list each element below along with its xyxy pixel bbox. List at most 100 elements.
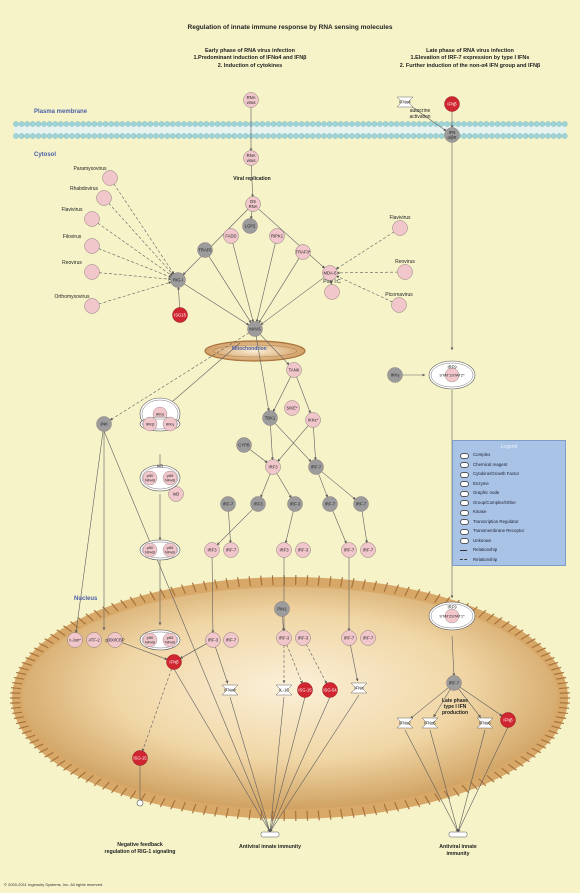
node-ifna6: [476, 717, 494, 729]
envelope-stripe: [33, 743, 44, 749]
node-label: IRF-3: [290, 501, 301, 506]
envelope-stripe: [544, 734, 555, 740]
node-label: IRF3: [207, 547, 217, 552]
envelope-stripe: [271, 810, 274, 821]
late-phase-line2: 2. Further induction of the non-α4 IFN g…: [399, 62, 541, 69]
envelope-stripe: [531, 747, 542, 754]
lipid-head: [293, 121, 299, 127]
lipid-head: [421, 133, 428, 139]
lipid-head: [86, 121, 92, 127]
lipid-head: [58, 133, 64, 139]
envelope-stripe: [340, 808, 344, 819]
lipid-head: [214, 133, 221, 139]
node-label: TRAF3*: [296, 249, 311, 254]
lipid-head: [539, 121, 546, 127]
relationship-edge: [103, 430, 271, 833]
lipid-head: [534, 121, 540, 127]
node-p300cbp: [107, 632, 123, 648]
node-irf3-c: [287, 496, 303, 512]
node-label: IRF9: [447, 364, 457, 369]
node-traf6: [197, 242, 213, 258]
envelope-stripe: [38, 747, 49, 754]
envelope-stripe: [111, 784, 119, 794]
envelope-stripe: [478, 609, 487, 618]
node-isg15-n: [297, 682, 313, 698]
node-irf7-c: [322, 496, 338, 512]
relationship-edge: [228, 510, 232, 544]
envelope-stripe: [93, 609, 102, 618]
envelope-stripe: [191, 803, 197, 814]
envelope-stripe: [556, 716, 567, 720]
relationship-edge: [232, 242, 255, 323]
relationship-edge: [98, 248, 172, 278]
legend-item: Complex: [460, 450, 565, 460]
lipid-head: [505, 133, 512, 139]
node-label: Picornavirus: [385, 292, 413, 298]
region-plasma-membrane: Plasma membrane: [34, 109, 88, 115]
lipid-head: [237, 121, 243, 127]
envelope-stripe: [10, 706, 21, 709]
node-tank: [286, 362, 302, 378]
lipid-head: [556, 121, 563, 127]
envelope-stripe: [493, 617, 503, 625]
node-irf7-n2: [341, 630, 357, 646]
relationship-edge: [272, 376, 292, 413]
node-ifna2: [396, 717, 414, 729]
envelope-stripe: [514, 629, 524, 636]
lipid-head: [276, 121, 283, 127]
envelope-stripe: [236, 577, 240, 588]
relationship-edge: [179, 643, 208, 659]
envelope-stripe: [536, 743, 547, 749]
lipid-head: [293, 133, 299, 139]
lipid-head: [455, 121, 462, 127]
lipid-head: [158, 133, 165, 139]
lipid-head: [382, 121, 389, 127]
lipid-head: [69, 133, 75, 139]
lipid-head: [141, 121, 148, 127]
lipid-head: [354, 121, 361, 127]
legend-item: Enzyme: [460, 479, 565, 489]
node-irf3-d3: [295, 542, 311, 558]
nfkb-nuclear: [139, 629, 181, 651]
node-label: IKKε*: [308, 417, 319, 422]
lipid-head: [52, 133, 59, 139]
relationship-edge: [97, 222, 173, 277]
lipid-head: [360, 121, 367, 127]
lipid-head: [74, 121, 81, 127]
lipid-head: [281, 133, 288, 139]
complex-member: [162, 416, 178, 432]
envelope-stripe: [21, 661, 32, 666]
node-label: Flavivirus: [389, 215, 411, 221]
envelope-stripe: [478, 778, 487, 787]
lipid-head: [517, 133, 523, 139]
node-label: IFNβ: [169, 659, 179, 664]
lipid-head: [203, 121, 210, 127]
envelope-stripe: [29, 739, 40, 744]
lipid-head: [29, 121, 36, 127]
copyright-footer: © 2000-2011 Ingenuity Systems, Inc. All …: [4, 882, 104, 887]
envelope-stripe: [493, 771, 503, 779]
lipid-head: [24, 133, 31, 139]
annotation: production: [442, 710, 468, 716]
lipid-head: [500, 133, 507, 139]
envelope-stripe: [120, 599, 128, 609]
envelope-stripe: [306, 575, 309, 586]
relationship-edge: [258, 257, 300, 324]
node-label: IKKγ: [391, 372, 401, 377]
relationship-edge: [361, 510, 369, 544]
lipid-head: [438, 133, 445, 139]
node-label: Orthomyxovirus: [54, 294, 90, 300]
lipid-head: [517, 121, 523, 127]
node-ikb-free: [168, 486, 184, 502]
relationship-edge: [255, 335, 270, 412]
relationship-edge: [269, 696, 306, 833]
lipid-head: [41, 121, 47, 127]
lipid-head: [242, 121, 249, 127]
node-flavivirus-r: [392, 220, 408, 236]
envelope-stripe: [486, 774, 495, 783]
node-irf7-d3: [360, 542, 376, 558]
relationship-edge: [229, 696, 271, 833]
lipid-head: [125, 133, 131, 139]
envelope-stripe: [362, 579, 366, 590]
